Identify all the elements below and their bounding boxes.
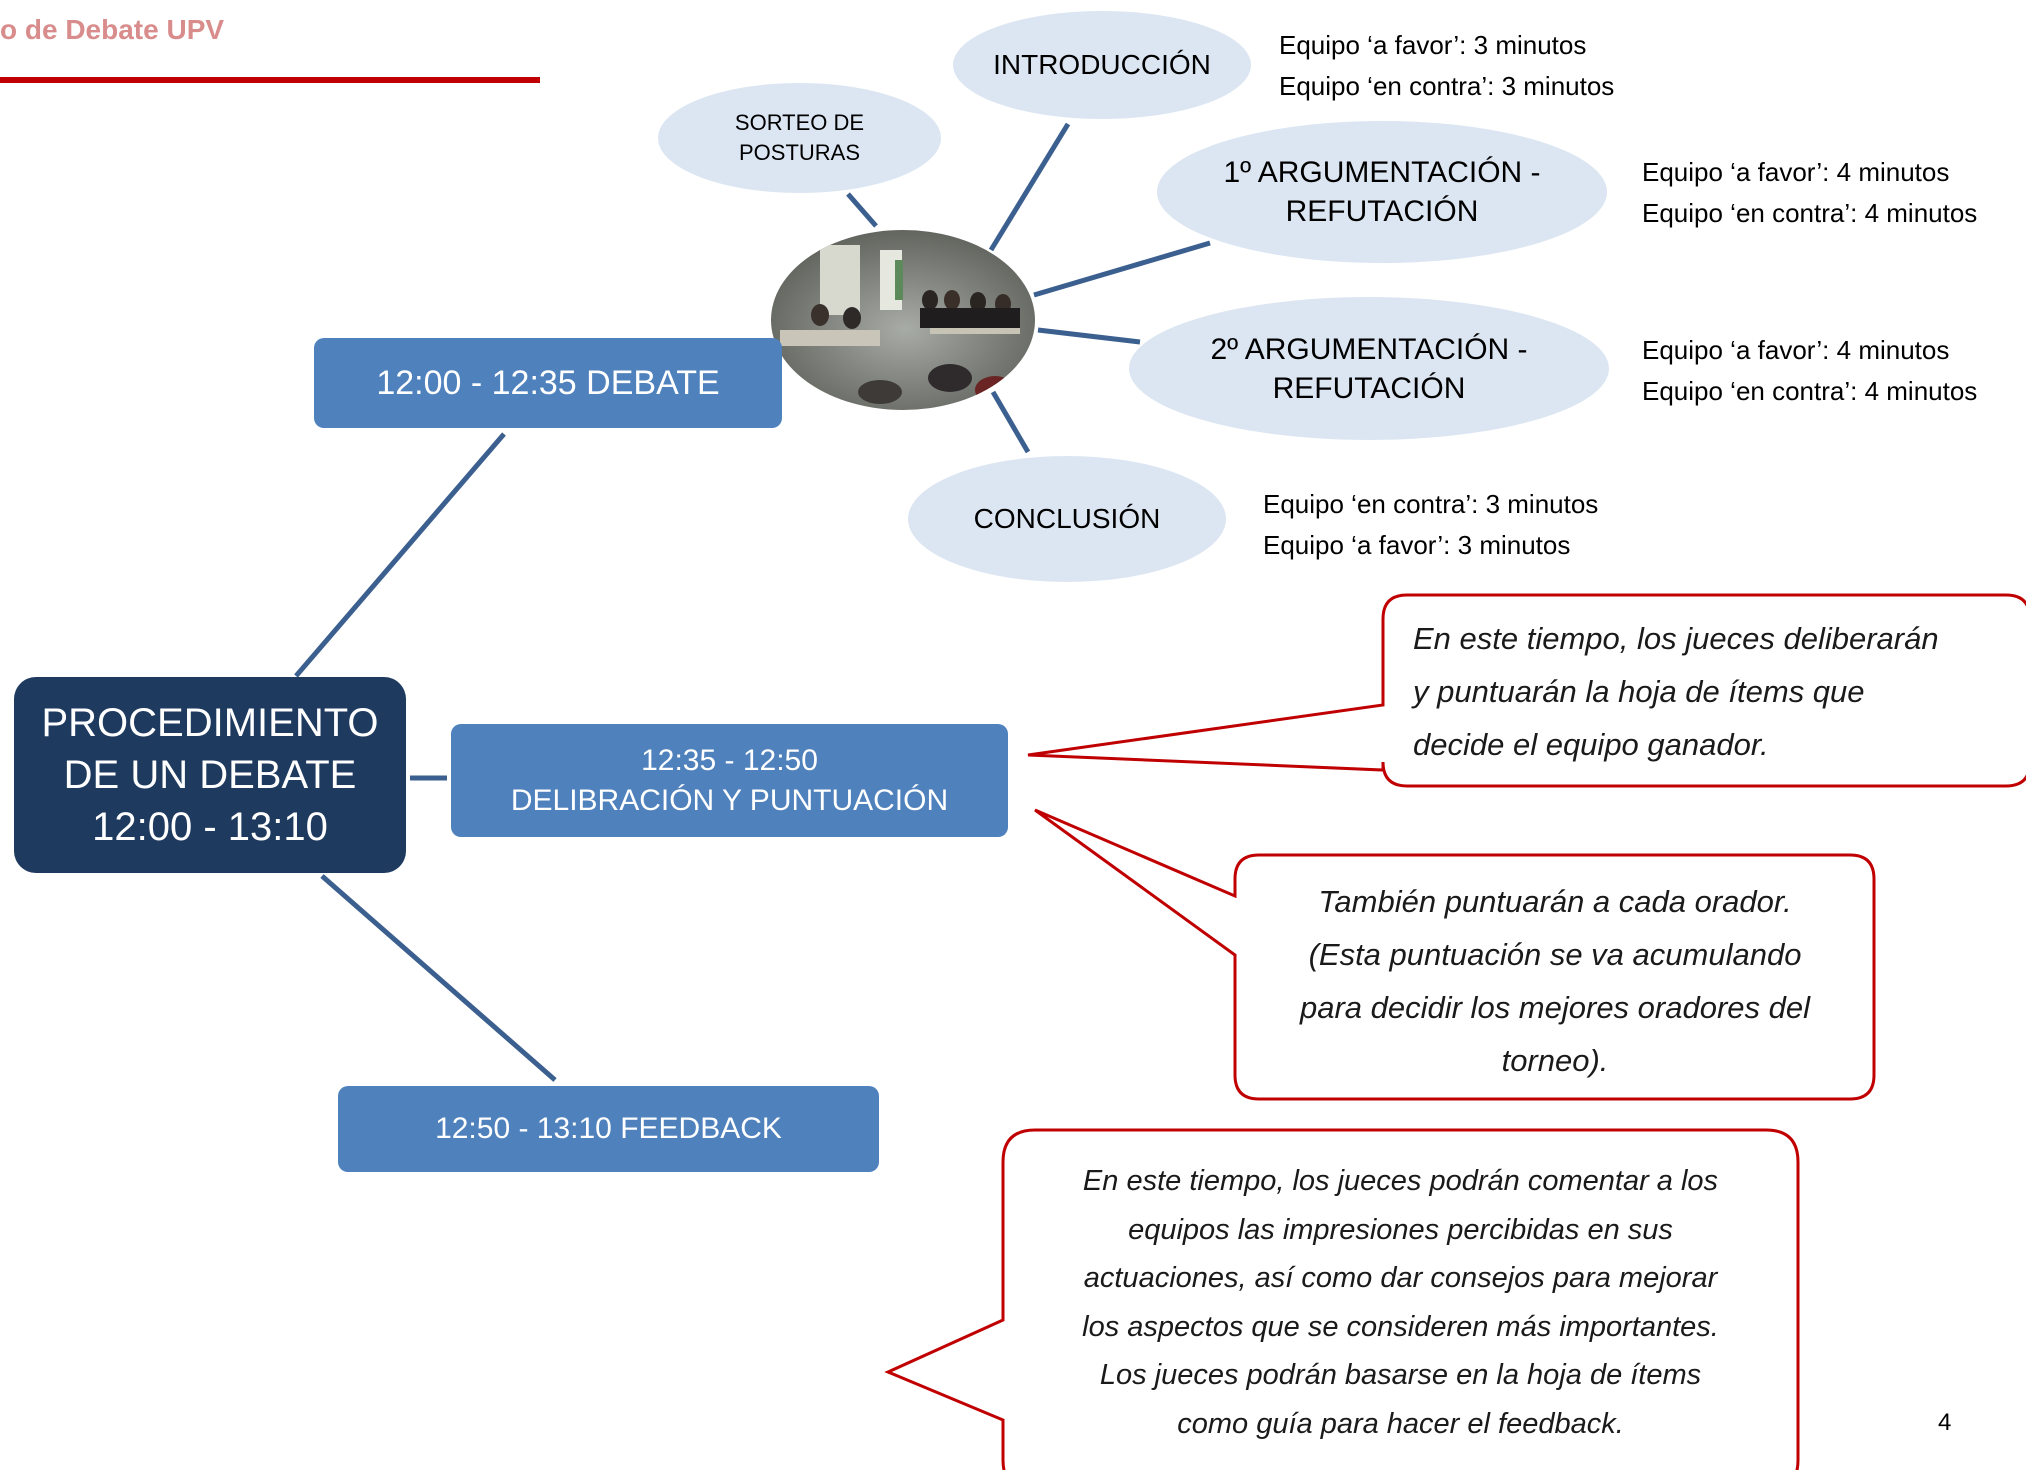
central-node-line-3: 12:00 - 13:10 [92,805,328,849]
callout-deliberan-line-1: En este tiempo, los jueces deliberarán [1413,621,1939,656]
debate-box-label: 12:00 - 12:35 DEBATE [376,363,720,402]
callout-feedback: En este tiempo, los jueces podrán coment… [1013,1157,1788,1448]
callout-oradores: También puntuarán a cada orador. (Esta p… [1245,875,1865,1087]
callout-oradores-line-2: (Esta puntuación se va acumulando [1308,937,1802,972]
debate-photo [771,230,1035,410]
callout-deliberan-shape [1027,593,2026,788]
conclusion-label: CONCLUSIÓN [973,503,1161,534]
callout-oradores-line-4: torneo). [1501,1043,1609,1078]
arg1-notes: Equipo ‘a favor’: 4 minutos Equipo ‘en c… [1642,152,1977,234]
callout-feedback-line-3: actuaciones, así como dar consejos para … [1083,1262,1718,1294]
introduccion-note-1: Equipo ‘a favor’: 3 minutos [1279,30,1587,60]
callout-deliberan: En este tiempo, los jueces deliberarán y… [1413,612,1939,771]
arg1-line-2: REFUTACIÓN [1285,195,1479,228]
callout-feedback-line-4: los aspectos que se consideren más impor… [1082,1310,1719,1343]
page-number: 4 [1938,1409,1952,1436]
deliberacion-box: 12:35 - 12:50 DELIBRACIÓN Y PUNTUACIÓN [451,724,1008,837]
arg1-note-2: Equipo ‘en contra’: 4 minutos [1642,198,1978,228]
arg2-note-1: Equipo ‘a favor’: 4 minutos [1642,335,1950,365]
sorteo-ellipse: SORTEO DE POSTURAS [658,83,941,193]
connector-photo-introduccion [988,122,1071,252]
conclusion-note-2: Equipo ‘a favor’: 3 minutos [1263,530,1571,560]
header-title: o de Debate UPV [0,14,225,45]
conclusion-ellipse: CONCLUSIÓN [908,456,1226,582]
callout-feedback-line-6: como guía para hacer el feedback. [1177,1407,1624,1440]
deliberacion-box-line-2: DELIBRACIÓN Y PUNTUACIÓN [510,783,949,817]
central-node: PROCEDIMIENTO DE UN DEBATE 12:00 - 13:10 [14,677,406,873]
callout-deliberan-line-2: y puntuarán la hoja de ítems que [1413,674,1865,709]
callout-feedback-line-1: En este tiempo, los jueces podrán coment… [1082,1165,1719,1197]
central-node-line-2: DE UN DEBATE [63,753,357,797]
sorteo-line-2: POSTURAS [738,140,861,165]
arg2-notes: Equipo ‘a favor’: 4 minutos Equipo ‘en c… [1642,330,1977,412]
callout-oradores-line-1: También puntuarán a cada orador. [1318,884,1792,919]
introduccion-ellipse: INTRODUCCIÓN [953,11,1251,119]
debate-box: 12:00 - 12:35 DEBATE [314,338,782,428]
callout-oradores-shape [1034,808,1876,1101]
arg2-note-2: Equipo ‘en contra’: 4 minutos [1642,376,1978,406]
central-node-line-1: PROCEDIMIENTO [41,701,379,745]
arg2-ellipse: 2º ARGUMENTACIÓN - REFUTACIÓN [1129,297,1609,440]
sorteo-line-1: SORTEO DE [734,110,865,135]
introduccion-label: INTRODUCCIÓN [993,49,1211,80]
feedback-box: 12:50 - 13:10 FEEDBACK [338,1086,879,1172]
feedback-box-label: 12:50 - 13:10 FEEDBACK [435,1112,782,1145]
arg1-note-1: Equipo ‘a favor’: 4 minutos [1642,157,1950,187]
callout-feedback-shape [884,1128,1800,1470]
connector-center-feedback [320,874,557,1082]
connector-photo-conclusion [990,390,1031,454]
arg2-line-1: 2º ARGUMENTACIÓN - [1210,332,1528,366]
callout-feedback-line-5: Los jueces podrán basarse en la hoja de … [1099,1359,1702,1391]
callout-oradores-line-3: para decidir los mejores oradores del [1299,990,1811,1025]
conclusion-notes: Equipo ‘en contra’: 3 minutos Equipo ‘a … [1263,484,1598,566]
connector-photo-arg1 [1033,240,1211,298]
callout-feedback-line-2: equipos las impresiones percibidas en su… [1128,1213,1673,1246]
connector-photo-arg2 [1037,327,1141,345]
arg1-line-1: 1º ARGUMENTACIÓN - [1223,156,1541,189]
arg2-line-2: REFUTACIÓN [1272,371,1466,405]
connector-center-debate [294,432,506,678]
callout-deliberan-line-3: decide el equipo ganador. [1413,727,1769,762]
deliberacion-box-line-1: 12:35 - 12:50 [641,743,818,777]
introduccion-note-2: Equipo ‘en contra’: 3 minutos [1279,71,1615,101]
connector-photo-sorteo [846,192,878,228]
connectors [294,122,1211,1082]
arg1-ellipse: 1º ARGUMENTACIÓN - REFUTACIÓN [1157,121,1607,263]
introduccion-notes: Equipo ‘a favor’: 3 minutos Equipo ‘en c… [1279,25,1614,107]
conclusion-note-1: Equipo ‘en contra’: 3 minutos [1263,489,1599,519]
